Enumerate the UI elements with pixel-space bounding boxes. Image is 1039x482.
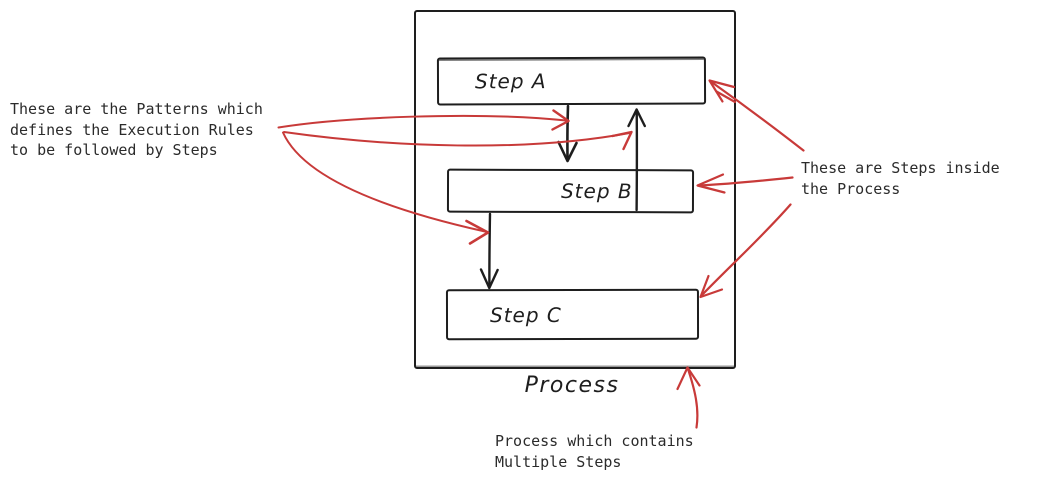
note-patterns-line-1: These are the Patterns which bbox=[10, 100, 263, 118]
step-a-label: Step A bbox=[474, 69, 547, 94]
process-label: Process bbox=[524, 373, 620, 398]
annotation-arrow-process-icon bbox=[676, 366, 701, 429]
note-patterns-line-2: defines the Execution Rules bbox=[10, 120, 254, 139]
step-c-label: Step C bbox=[489, 302, 562, 327]
note-process-line-2: Multiple Steps bbox=[495, 452, 622, 471]
step-box-a: Step A bbox=[436, 56, 707, 106]
note-patterns-line-3: to be followed by Steps bbox=[10, 141, 218, 159]
step-box-c: Step C bbox=[445, 288, 700, 341]
note-process-line-1: Process which contains bbox=[495, 432, 694, 450]
step-b-label: Step B bbox=[560, 178, 633, 204]
step-box-b: Step B bbox=[446, 168, 695, 214]
note-process: Process which contains Multiple Steps bbox=[495, 431, 694, 472]
note-steps-line-2: the Process bbox=[801, 179, 901, 198]
note-patterns: These are the Patterns which defines the… bbox=[10, 99, 263, 161]
note-steps-line-1: These are Steps inside bbox=[801, 159, 1000, 177]
note-steps: These are Steps inside the Process bbox=[801, 158, 1000, 199]
